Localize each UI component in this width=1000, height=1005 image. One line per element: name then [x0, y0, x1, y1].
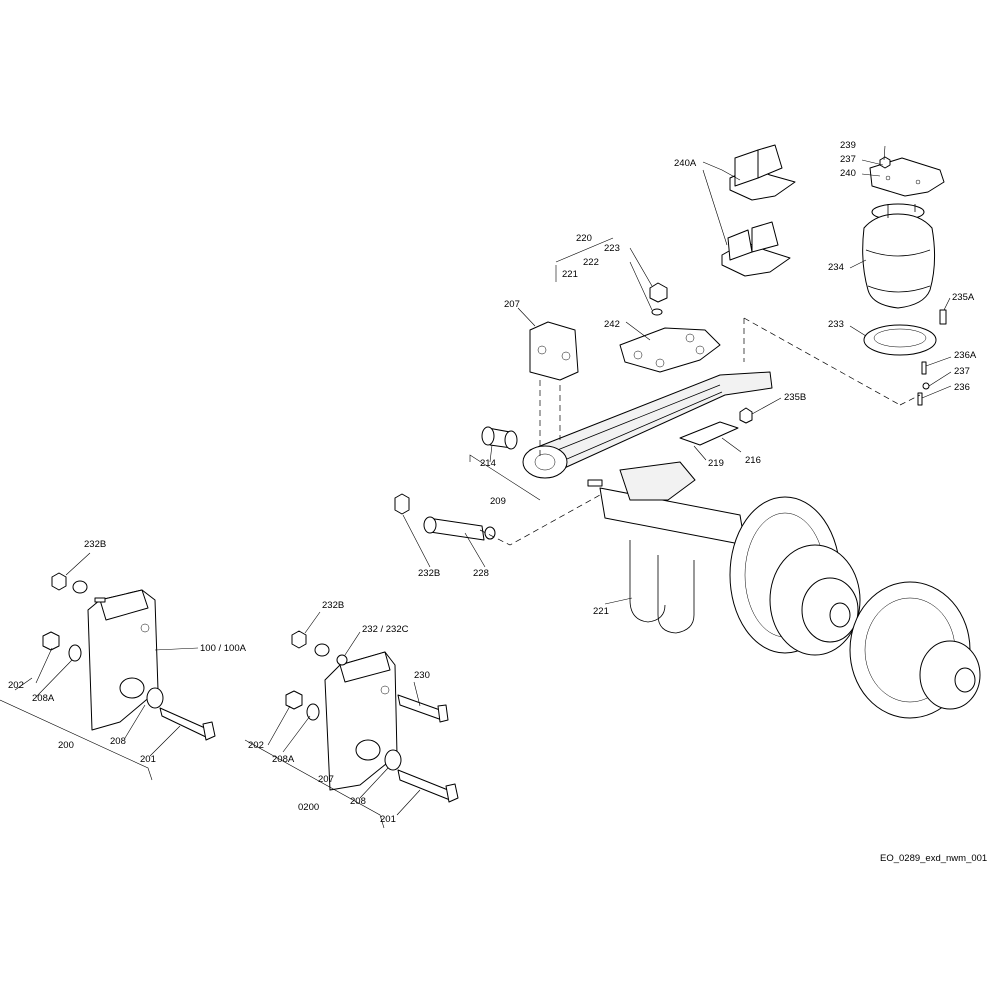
callout-labels: 239 237 240 240A 234 235A 233 236A 237 2…: [8, 140, 977, 825]
upper-air-spring-plate: [869, 157, 945, 197]
callout-230: 230: [414, 670, 430, 681]
callout-237-bottom: 237: [954, 366, 970, 377]
nuts-232b-200: [51, 572, 106, 603]
callout-200: 200: [58, 740, 74, 751]
nuts-232b-0200: [291, 630, 348, 666]
drawing-reference: EO_0289_exd_nwm_001: [880, 853, 988, 864]
callout-235a: 235A: [952, 292, 975, 303]
axle-beam: [587, 461, 746, 546]
callout-219: 219: [708, 458, 724, 469]
callout-240a: 240A: [674, 158, 697, 169]
callout-236: 236: [954, 382, 970, 393]
callout-234: 234: [828, 262, 844, 273]
callout-235b: 235B: [784, 392, 806, 403]
bolt-230: [397, 694, 449, 723]
nut-202-0200: [285, 690, 320, 721]
callout-221-bottom: 221: [593, 606, 609, 617]
shock-absorber-228: [423, 516, 496, 541]
callout-221-top: 221: [562, 269, 578, 280]
callout-233: 233: [828, 319, 844, 330]
bracket-240a-lower: [721, 221, 791, 277]
nut-202-200: [42, 631, 82, 662]
nut-232b-shock: [394, 493, 410, 515]
callout-232b-mid: 232B: [322, 600, 344, 611]
callout-232b-left: 232B: [84, 539, 106, 550]
callout-237-top: 237: [840, 154, 856, 165]
callout-209: 209: [490, 496, 506, 507]
airbag-dash-guide: [743, 317, 921, 406]
callout-223: 223: [604, 243, 620, 254]
callout-0200: 0200: [298, 802, 319, 813]
spacer-216: [679, 421, 739, 446]
nut-223-washer-222: [649, 282, 668, 316]
callout-232b-shock: 232B: [418, 568, 440, 579]
callout-207-top: 207: [504, 299, 520, 310]
callout-214: 214: [480, 458, 496, 469]
bracket-240a-upper: [729, 144, 796, 201]
callout-240: 240: [840, 168, 856, 179]
top-plate-242: [619, 327, 721, 373]
air-spring-bellows: [862, 203, 936, 309]
nut-235b: [739, 407, 753, 424]
lower-air-spring-piston: [863, 324, 937, 356]
callout-220: 220: [576, 233, 592, 244]
callout-239: 239: [840, 140, 856, 151]
callout-202-mid: 202: [248, 740, 264, 751]
callout-202-left: 202: [8, 680, 24, 691]
shock-dash-guide: [479, 494, 601, 546]
callout-222: 222: [583, 257, 599, 268]
callout-228: 228: [473, 568, 489, 579]
callout-232-232c: 232 / 232C: [362, 624, 409, 635]
callout-201-mid: 201: [380, 814, 396, 825]
callout-208-mid: 208: [350, 796, 366, 807]
nut-239: [879, 156, 891, 169]
hanger-assembly-200: [87, 589, 159, 731]
leaf-spring: [522, 371, 773, 479]
callout-242: 242: [604, 319, 620, 330]
hanger-dash-guide: [539, 380, 561, 460]
u-bolts-221: [629, 540, 695, 634]
brake-disc-hub: [849, 581, 981, 719]
callout-201-left: 201: [140, 754, 156, 765]
callout-208a-mid: 208A: [272, 754, 295, 765]
callout-208-left: 208: [110, 736, 126, 747]
bolt-201-200: [146, 687, 216, 741]
bushing-214: [481, 426, 518, 450]
callout-207-bottom: 207: [318, 774, 334, 785]
callout-216: 216: [745, 455, 761, 466]
callout-208a-left: 208A: [32, 693, 55, 704]
callout-236a: 236A: [954, 350, 977, 361]
leader-lines: [0, 145, 952, 829]
hanger-207-upper: [529, 321, 579, 381]
bolts-236: [917, 309, 947, 406]
hanger-assembly-0200: [324, 651, 398, 791]
bolt-201-0200: [384, 749, 459, 803]
brake-drum: [729, 496, 861, 656]
callout-100: 100 / 100A: [200, 643, 247, 654]
